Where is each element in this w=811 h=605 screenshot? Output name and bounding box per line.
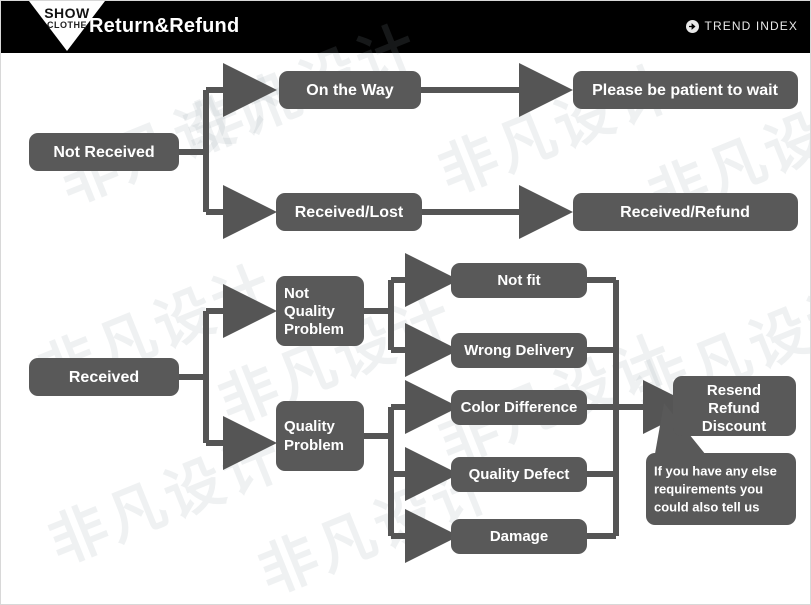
logo-secondary-text: CLOTHE — [47, 20, 87, 30]
node-label: Quality Defect — [469, 466, 570, 483]
node-label: Damage — [490, 528, 548, 545]
node-label-line1: Resend — [707, 382, 761, 399]
node-label: Not fit — [497, 272, 540, 289]
flowchart-canvas: 非凡设计 非凡设计 非凡设计 非凡设计 非凡设计 非凡设计 非凡设计 非凡设计 … — [1, 12, 810, 604]
node-not-fit[interactable]: Not fit — [451, 263, 587, 298]
node-quality-defect[interactable]: Quality Defect — [451, 457, 587, 492]
node-label: Received — [69, 369, 139, 386]
node-label: Color Difference — [461, 399, 578, 416]
page-title: Return&Refund — [89, 15, 240, 37]
node-label: Wrong Delivery — [464, 342, 574, 359]
page-header: SHOW CLOTHE Return&Refund TREND INDEX — [1, 1, 810, 53]
flowchart-svg: Not Received On the Way Received/Lost Pl… — [29, 63, 798, 563]
callout-line3: could also tell us — [654, 499, 759, 514]
node-label-line1: Quality — [284, 418, 336, 435]
node-received-lost[interactable]: Received/Lost — [276, 193, 422, 231]
node-wrong-delivery[interactable]: Wrong Delivery — [451, 333, 587, 368]
node-quality-problem[interactable]: Quality Problem — [276, 401, 364, 471]
node-color-difference[interactable]: Color Difference — [451, 390, 587, 425]
node-label-line2: Problem — [284, 437, 344, 454]
node-label-line1: Not — [284, 285, 309, 302]
node-label-line2: Refund — [708, 400, 760, 417]
node-not-received[interactable]: Not Received — [29, 133, 179, 171]
triangle-logo-icon — [29, 1, 105, 51]
callout-line2: requirements you — [654, 481, 763, 496]
connector-group — [179, 63, 697, 563]
callout-line1: If you have any else — [654, 463, 777, 478]
trend-index-label: TREND INDEX — [704, 19, 798, 33]
node-label: On the Way — [306, 82, 394, 99]
node-received-refund[interactable]: Received/Refund — [573, 193, 798, 231]
node-please-wait[interactable]: Please be patient to wait — [573, 71, 798, 109]
node-damage[interactable]: Damage — [451, 519, 587, 554]
node-not-quality-problem[interactable]: Not Quality Problem — [276, 276, 364, 346]
brand-logo: SHOW CLOTHE — [29, 1, 105, 53]
callout-note[interactable]: If you have any else requirements you co… — [646, 453, 796, 525]
trend-index-badge: TREND INDEX — [685, 19, 798, 33]
node-label-line2: Quality — [284, 303, 336, 320]
node-label-line3: Discount — [702, 418, 766, 435]
node-label: Received/Refund — [620, 204, 750, 221]
node-resolution[interactable]: Resend Refund Discount — [673, 376, 796, 436]
node-label: Please be patient to wait — [592, 82, 779, 99]
node-label: Not Received — [53, 144, 154, 161]
logo-primary-text: SHOW — [44, 5, 90, 21]
node-on-the-way[interactable]: On the Way — [279, 71, 421, 109]
node-label-line3: Problem — [284, 321, 344, 338]
node-received[interactable]: Received — [29, 358, 179, 396]
node-label: Received/Lost — [295, 204, 404, 221]
circle-arrow-icon — [685, 19, 699, 33]
